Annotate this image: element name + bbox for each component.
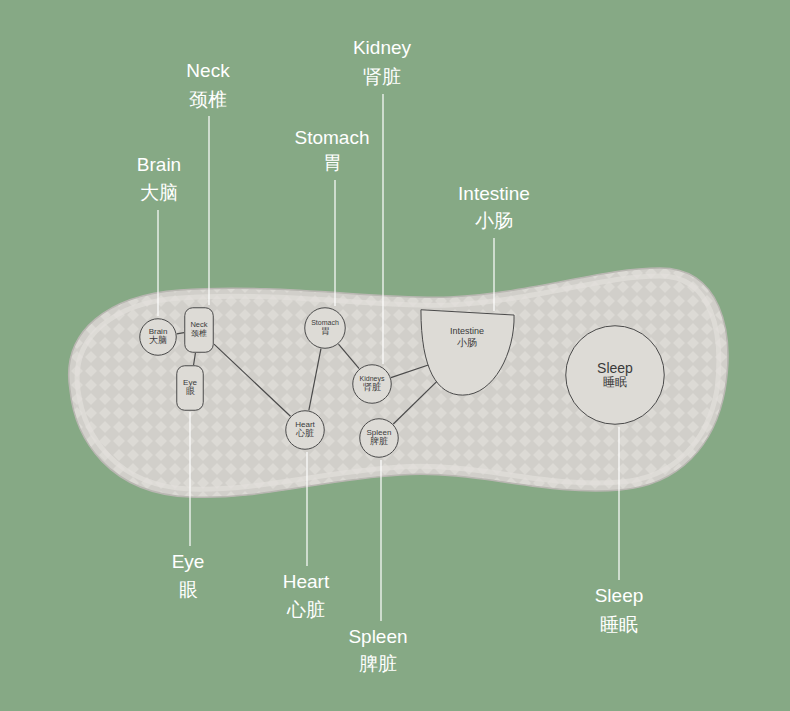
callout-label: 心脏: [287, 599, 325, 622]
organ-name-chinese: 睡眠: [603, 376, 627, 389]
callout-label: 小肠: [475, 210, 513, 233]
reflex-circle: Stomach胃: [304, 307, 346, 349]
insole-rim: [77, 276, 719, 489]
organ-name: Kidneys: [360, 375, 385, 383]
callout-label: 大脑: [140, 182, 178, 205]
callout-label: Brain: [137, 154, 181, 177]
callout-label: 脾脏: [359, 653, 397, 676]
connector-line: [391, 365, 429, 378]
connector-line: [214, 344, 290, 416]
organ-name: Intestine: [450, 327, 484, 337]
callout-label: 肾脏: [363, 66, 401, 89]
circle-outline: [566, 326, 665, 425]
callout-label: 眼: [179, 579, 198, 602]
reflex-circle: Heart心脏: [285, 410, 325, 450]
organ-name: Sleep: [597, 361, 633, 376]
leader-line: [157, 210, 158, 316]
connector-line: [393, 379, 439, 424]
callout-label: Spleen: [348, 626, 407, 649]
callout-label: 睡眠: [600, 614, 638, 637]
leader-line: [618, 427, 619, 580]
organ-name: Brain: [149, 328, 168, 337]
connector-line: [309, 349, 321, 411]
organ-name-chinese: 大脑: [149, 336, 167, 346]
connector-line: [339, 344, 360, 369]
organ-name-chinese: 眼: [186, 387, 195, 397]
reflex-zone: Intestine小肠: [420, 308, 515, 396]
bowl-outline: [420, 310, 513, 395]
node-outline: [420, 308, 515, 396]
callout-label: Eye: [172, 551, 205, 574]
organ-name: Heart: [295, 421, 315, 430]
leader-line: [380, 460, 381, 621]
circle-outline: [286, 411, 325, 450]
leader-line: [493, 238, 494, 311]
callout-label: 颈椎: [189, 89, 227, 112]
callout-label: 胃: [323, 152, 342, 175]
callout-label: Intestine: [458, 183, 530, 206]
insole-shape: [69, 268, 728, 497]
organ-name: Spleen: [367, 429, 392, 438]
organ-name-chinese: 小肠: [457, 337, 477, 348]
box-outline: [185, 308, 214, 353]
circle-outline: [140, 319, 177, 356]
box-outline: [177, 366, 204, 411]
callout-label: Heart: [283, 571, 329, 594]
reflex-box: Neck颈椎: [184, 307, 214, 353]
circle-outline: [305, 308, 346, 349]
organ-name-chinese: 心脏: [296, 429, 314, 439]
reflex-circle: Spleen脾脏: [359, 418, 399, 458]
reflex-circle: Sleep睡眠: [565, 325, 665, 425]
connector-line: [194, 353, 196, 365]
circle-outline: [353, 365, 392, 404]
leader-line: [334, 180, 335, 306]
callout-label: Kidney: [353, 37, 411, 60]
connector-line: [177, 333, 184, 334]
reflex-box: Eye眼: [176, 365, 204, 411]
organ-name: Eye: [183, 379, 197, 388]
leader-line: [382, 94, 383, 364]
callout-label: Sleep: [595, 585, 644, 608]
organ-name-chinese: 脾脏: [370, 437, 388, 447]
leader-line: [189, 412, 190, 546]
reflex-circle: Brain大脑: [139, 318, 177, 356]
organ-name: Stomach: [311, 319, 339, 327]
organ-name-chinese: 颈椎: [191, 330, 207, 339]
organ-name-chinese: 胃: [321, 327, 330, 337]
reflex-circle: Kidneys肾脏: [352, 364, 392, 404]
leader-line: [208, 116, 209, 305]
callout-label: Stomach: [295, 127, 370, 150]
callout-label: Neck: [186, 60, 229, 83]
circle-outline: [360, 419, 399, 458]
organ-name-chinese: 肾脏: [363, 383, 381, 393]
organ-name: Neck: [190, 321, 207, 329]
leader-line: [306, 452, 307, 566]
